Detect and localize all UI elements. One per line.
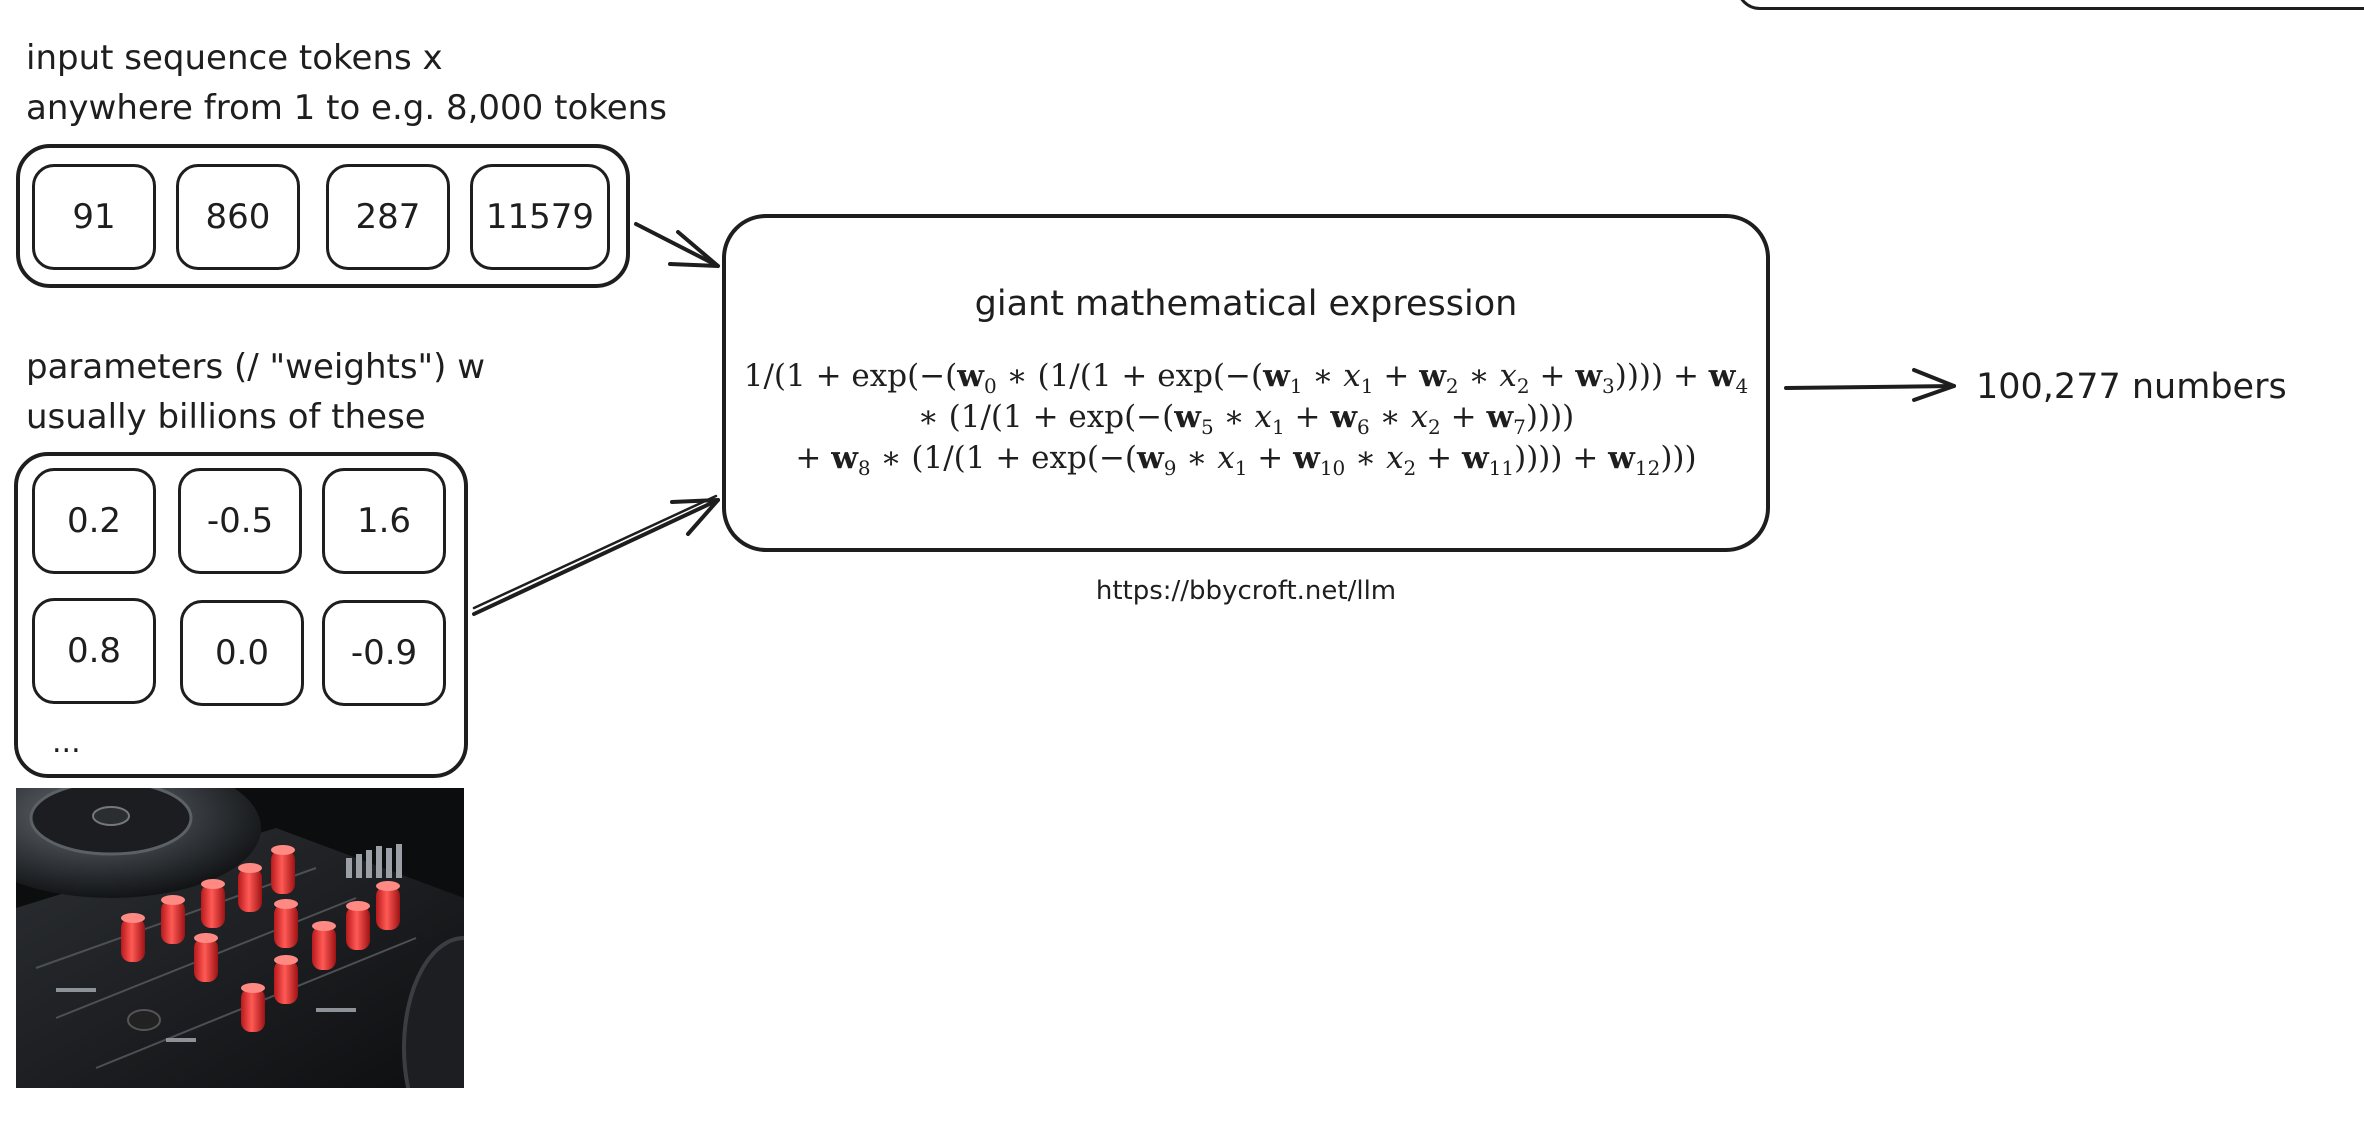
token-cell: 11579 bbox=[470, 164, 610, 270]
source-url: https://bbycroft.net/llm bbox=[1095, 576, 1397, 606]
arrow-expression-to-output bbox=[1784, 384, 1956, 390]
weight-cell: 0.2 bbox=[32, 468, 156, 574]
expression-title: giant mathematical expression bbox=[974, 284, 1518, 324]
output-label: 100,277 numbers bbox=[1976, 367, 2287, 407]
expression-formula-line1: 1/(1 + exp(−(w0 ∗ (1/(1 + exp(−(w1 ∗ x1 … bbox=[743, 358, 1749, 399]
weight-cell: -0.9 bbox=[322, 600, 446, 706]
arrow-tokens-head bbox=[668, 230, 720, 268]
weight-cell: 0.0 bbox=[180, 600, 304, 706]
dj-mixer-knobs-illustration bbox=[16, 788, 464, 1088]
weight-cell: 0.8 bbox=[32, 598, 156, 704]
arrow-output-head bbox=[1912, 368, 1956, 402]
input-label-line2: anywhere from 1 to e.g. 8,000 tokens bbox=[26, 88, 667, 128]
weight-cell: -0.5 bbox=[178, 468, 302, 574]
input-label-line1: input sequence tokens x bbox=[26, 38, 443, 78]
weights-box bbox=[14, 452, 468, 778]
weight-cell: 1.6 bbox=[322, 468, 446, 574]
arrow-weights-to-expression-double bbox=[472, 494, 718, 610]
weights-ellipsis: ... bbox=[52, 725, 81, 760]
dj-mixer-photo bbox=[16, 788, 464, 1088]
params-label-line1: parameters (/ "weights") w bbox=[26, 347, 486, 387]
token-cell: 287 bbox=[326, 164, 450, 270]
expression-formula-line2: ∗ (1/(1 + exp(−(w5 ∗ x1 + w6 ∗ x2 + w7))… bbox=[917, 399, 1575, 440]
params-label-line2: usually billions of these bbox=[26, 397, 426, 437]
token-sequence-box bbox=[16, 144, 630, 288]
expression-box bbox=[722, 214, 1770, 552]
arrow-weights-head bbox=[670, 498, 720, 536]
token-cell: 91 bbox=[32, 164, 156, 270]
token-cell: 860 bbox=[176, 164, 300, 270]
arrow-tokens-to-expression bbox=[634, 222, 720, 268]
expression-formula-line3: + w8 ∗ (1/(1 + exp(−(w9 ∗ x1 + w10 ∗ x2 … bbox=[795, 440, 1697, 481]
arrow-weights-to-expression bbox=[472, 498, 720, 616]
